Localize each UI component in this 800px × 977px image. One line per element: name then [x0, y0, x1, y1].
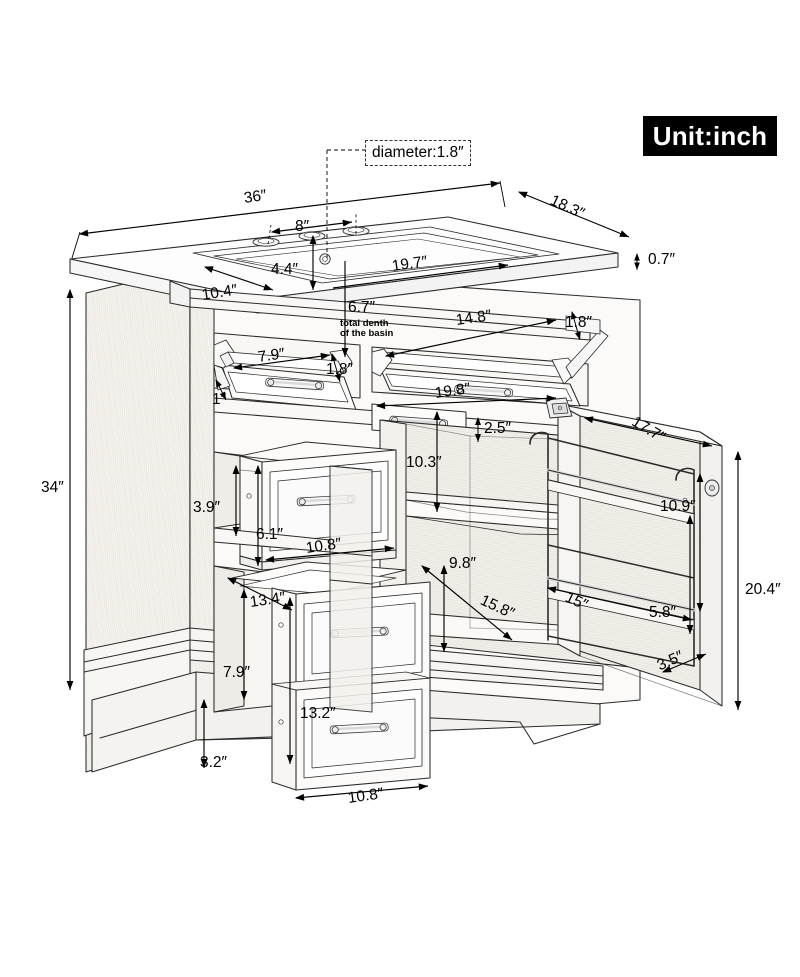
dim-lower-opening-height: 9.8″ [449, 555, 477, 572]
basin-depth-note-line1: total denth [340, 318, 389, 329]
diameter-callout: diameter:1.8″ [365, 140, 471, 167]
dim-basin-front-depth: 4.4″ [271, 261, 299, 278]
dim-top-drawer-interior-height: 3.9″ [193, 499, 221, 516]
dim-lower-drawer-face-height: 13.2″ [300, 705, 336, 722]
dim-tilt-drawer-left-edge: 1″ [212, 391, 227, 408]
dim-basin-total-depth: 6.7″ [348, 299, 376, 316]
dim-lower-drawer-interior-height: 7.9″ [223, 664, 251, 681]
dim-tilt-drawer-left-height: 1.8″ [326, 361, 354, 378]
dim-door-rack-lower-height: 5.8″ [649, 604, 677, 621]
dim-shelf-lip-height: 2.5″ [484, 420, 512, 437]
dim-faucet-hole-spacing: 8″ [295, 218, 310, 235]
dim-overall-height: 34″ [41, 479, 64, 496]
dim-top-drawer-face-height: 6.1″ [256, 526, 284, 543]
dim-door-height: 20.4″ [745, 581, 781, 598]
dim-door-rack-height: 10.9″ [660, 498, 696, 515]
dim-tilt-drawer-right-height: 1.8″ [565, 314, 593, 331]
dim-overall-width: 36″ [242, 186, 268, 207]
basin-depth-note-line2: of the basin [340, 328, 394, 339]
dim-tilt-drawer-left-width: 7.9″ [256, 345, 286, 366]
dim-base-plinth-height: 3.2″ [200, 754, 228, 771]
dim-upper-opening-height: 10.3″ [406, 454, 442, 471]
dim-countertop-thickness: 0.7″ [648, 251, 676, 268]
unit-badge: Unit:inch [643, 116, 777, 156]
